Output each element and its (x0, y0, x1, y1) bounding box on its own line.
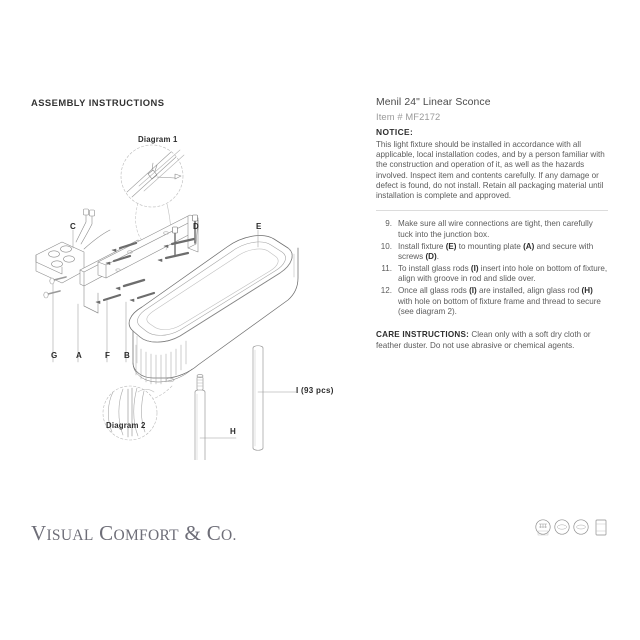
assembly-steps-list: 9. Make sure all wire connections are tig… (376, 219, 608, 317)
label-leader-lines (52, 229, 297, 439)
certification-mark-2 (554, 519, 570, 535)
step-text: Once all glass rods (I) are installed, a… (398, 286, 601, 316)
part-label-e: E (256, 222, 262, 231)
notice-body: This light fixture should be installed i… (376, 140, 605, 201)
step-text: Install fixture (E) to mounting plate (A… (398, 241, 594, 261)
step-text: Make sure all wire connections are tight… (398, 219, 593, 239)
section-divider (376, 210, 608, 212)
part-wires (75, 208, 111, 250)
brand-logo: VISUAL COMFORT & CO. (31, 521, 237, 545)
exploded-assembly-diagram: Diagram 1 Diagram 2 I (93 pcs) (20, 130, 350, 460)
diagram-2-callout (102, 385, 173, 441)
part-label-f: F (105, 351, 111, 360)
diagram-2-label: Diagram 2 (106, 421, 146, 430)
care-heading: CARE INSTRUCTIONS: (376, 330, 470, 340)
product-name: Menil 24" Linear Sconce (376, 97, 491, 108)
care-instructions: CARE INSTRUCTIONS: Clean only with a sof… (376, 330, 608, 351)
part-screws (95, 237, 196, 304)
diagram-svg (35, 144, 299, 460)
part-junction-connector (35, 241, 85, 284)
instructions-column: NOTICE: This light fixture should be ins… (376, 127, 608, 351)
part-glass-rod-h (194, 374, 206, 460)
care-body: Clean only with a soft dry cloth or feat… (376, 330, 591, 350)
page-title: ASSEMBLY INSTRUCTIONS (31, 97, 165, 108)
certification-marks (534, 515, 614, 543)
part-washers (43, 276, 67, 299)
rating-label-mark (595, 519, 607, 536)
diagram-1-callout (120, 144, 185, 251)
part-screw-i (172, 226, 178, 256)
assembly-step: 10. Install fixture (E) to mounting plate… (376, 242, 608, 263)
diagram-1-label: Diagram 1 (138, 135, 178, 144)
step-number: 12. (380, 286, 392, 296)
step-number: 9. (385, 219, 392, 229)
step-number: 11. (381, 263, 392, 273)
item-number: Item # MF2172 (376, 111, 441, 122)
part-label-c: C (70, 222, 77, 231)
ul-listed-mark (535, 519, 551, 536)
part-label-g: G (51, 351, 58, 360)
part-label-h: H (230, 427, 237, 436)
part-label-d: D (193, 222, 200, 231)
notice-heading: NOTICE: (376, 127, 414, 137)
assembly-step: 9. Make sure all wire connections are tig… (376, 219, 608, 240)
part-label-b: B (124, 351, 131, 360)
cetlus-mark (573, 519, 589, 535)
step-number: 10. (380, 241, 392, 251)
part-glass-rod-i (252, 345, 264, 451)
step-text: To install glass rods (I) insert into ho… (398, 263, 608, 284)
assembly-step: 12. Once all glass rods (I) are installed… (376, 286, 608, 317)
part-fixture-body (128, 235, 299, 385)
assembly-step: 11. To install glass rods (I) insert into… (376, 264, 608, 285)
part-label-a: A (76, 351, 83, 360)
glass-rod-quantity-label: I (93 pcs) (296, 386, 334, 395)
